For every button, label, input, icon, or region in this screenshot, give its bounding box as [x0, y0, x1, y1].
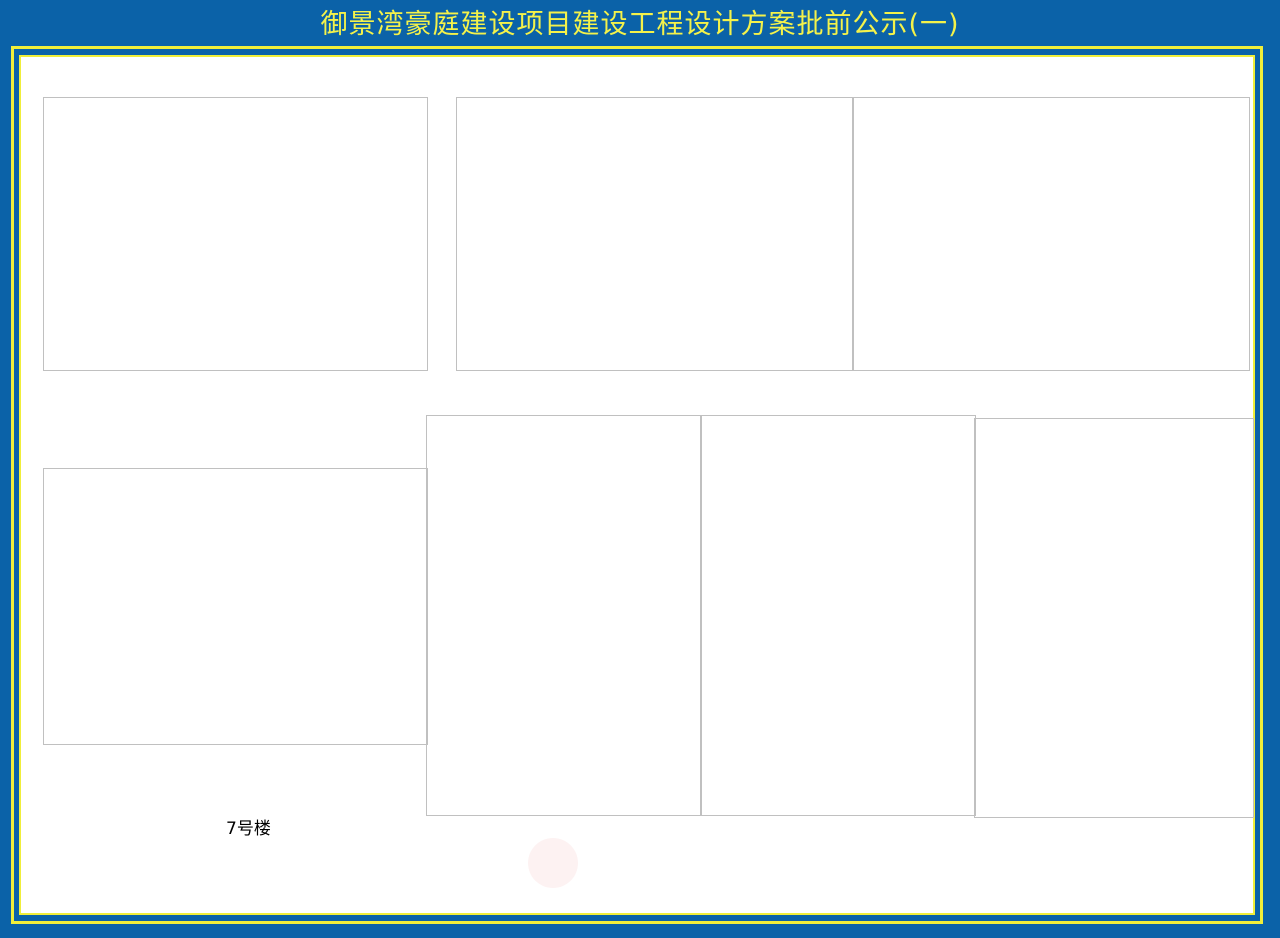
faint-stamp-mark	[528, 838, 578, 888]
building-number-label: 7号楼	[226, 819, 271, 839]
side-elevation	[700, 415, 976, 816]
front-elevation	[426, 415, 702, 816]
yellow-frame	[11, 46, 1263, 924]
floor-plan-3	[852, 97, 1250, 371]
roof-plan	[43, 468, 428, 745]
section-elevation	[974, 418, 1254, 818]
page-title: 御景湾豪庭建设项目建设工程设计方案批前公示(一)	[320, 9, 960, 40]
floor-plan-2	[456, 97, 854, 371]
floor-plan-1	[43, 97, 428, 371]
